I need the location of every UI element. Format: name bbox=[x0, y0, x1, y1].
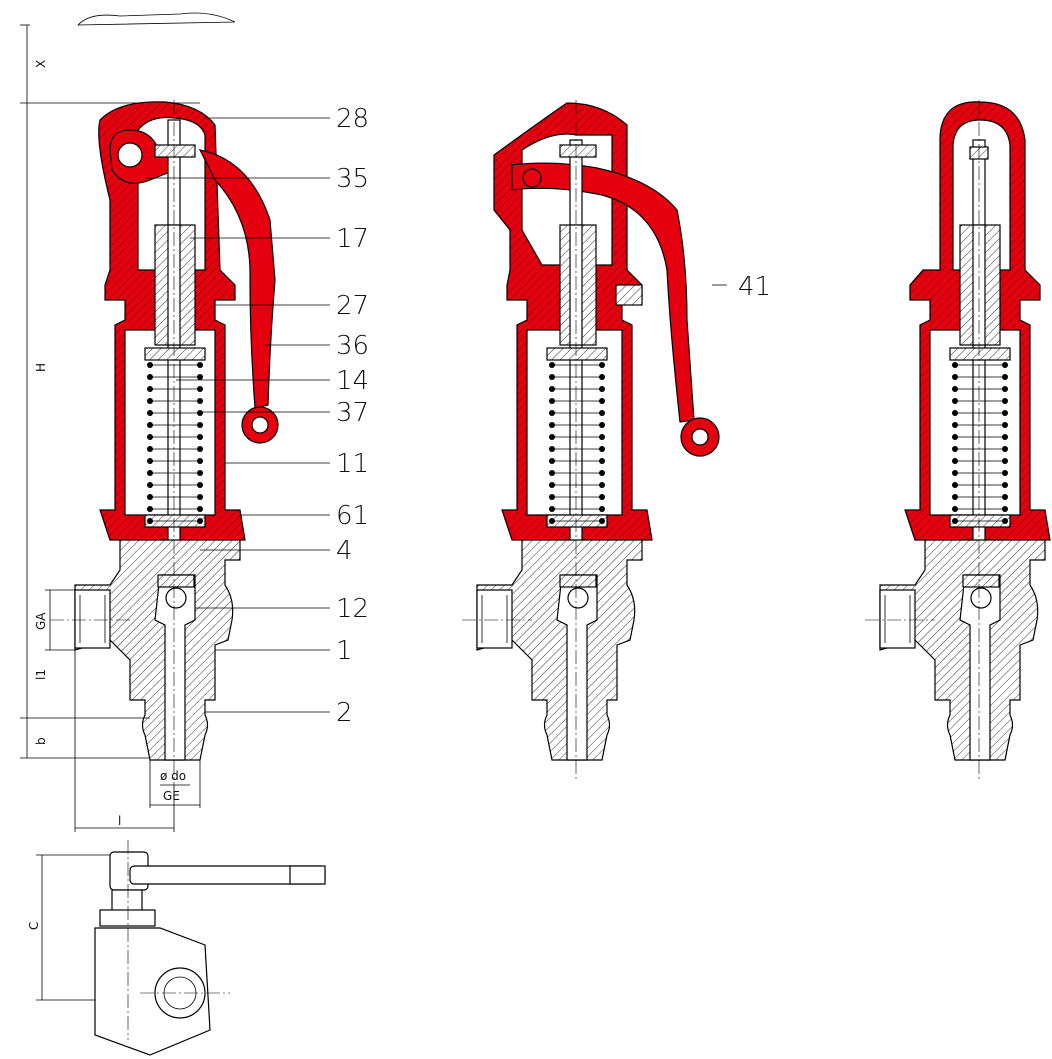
valve-view-left: 28 35 17 27 36 14 37 11 61 4 12 1 2 bbox=[20, 12, 369, 1001]
ceiling-mark bbox=[77, 12, 236, 26]
part-label-2: 2 bbox=[336, 698, 353, 728]
dim-h: H bbox=[34, 363, 48, 372]
dim-x: X bbox=[34, 60, 48, 68]
part-label-28: 28 bbox=[336, 104, 369, 134]
dim-do: ø do bbox=[160, 769, 186, 783]
part-label-12: 12 bbox=[336, 594, 369, 624]
valve-view-bottom bbox=[94, 840, 326, 1056]
part-label-17: 17 bbox=[336, 224, 369, 254]
dim-ge: GE bbox=[163, 789, 180, 803]
part-label-27: 27 bbox=[336, 291, 369, 321]
part-label-41: 41 bbox=[738, 272, 771, 302]
part-label-61: 61 bbox=[336, 501, 369, 531]
dim-l1: l1 bbox=[34, 669, 48, 680]
callout-leaders bbox=[145, 117, 330, 713]
dim-b: b bbox=[34, 737, 48, 745]
part-label-14: 14 bbox=[336, 366, 369, 396]
dim-ga: GA bbox=[34, 612, 48, 630]
part-label-37: 37 bbox=[336, 398, 369, 428]
part-label-4: 4 bbox=[336, 536, 353, 566]
part-label-1: 1 bbox=[336, 636, 353, 666]
part-label-11: 11 bbox=[336, 449, 369, 479]
part-label-36: 36 bbox=[336, 331, 369, 361]
valve-view-right bbox=[865, 100, 1051, 780]
dimension-lines bbox=[20, 25, 201, 1001]
part-label-35: 35 bbox=[336, 164, 369, 194]
valve-view-middle bbox=[462, 100, 727, 780]
dim-l: l bbox=[118, 814, 121, 828]
dim-c: C bbox=[27, 922, 41, 930]
